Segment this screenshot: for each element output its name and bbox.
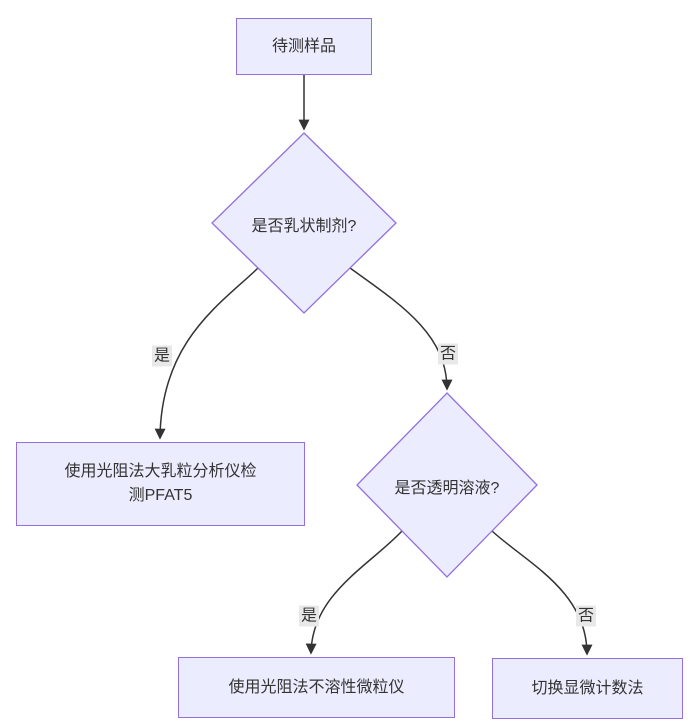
node-sample-label: 待测样品 (271, 37, 336, 55)
node-light-obscuration-counter: 使用光阻法不溶性微粒仪 (178, 657, 455, 718)
node-sample: 待测样品 (236, 18, 372, 75)
node-light-obscuration-counter-label: 使用光阻法不溶性微粒仪 (228, 678, 405, 696)
node-is-emulsion-label: 是否乳状制剂? (251, 218, 357, 235)
node-microscopic-counting-label: 切换显微计数法 (531, 679, 644, 697)
edge-label-yes-1: 是 (151, 345, 173, 367)
edge-is-emulsion-yes (154, 267, 259, 440)
edge-is-emulsion-no (349, 267, 453, 391)
node-is-clear-solution-label: 是否透明溶液? (394, 480, 500, 497)
edge-label-no-2: 否 (575, 605, 597, 627)
node-microscopic-counting: 切换显微计数法 (492, 658, 683, 719)
edge-label-no-1: 否 (437, 343, 459, 365)
node-pfat5-analyzer: 使用光阻法大乳粒分析仪检 测PFAT5 (16, 442, 305, 526)
decision-diamond-is-clear-solution (356, 392, 538, 578)
edge-is-clear-no (491, 530, 593, 656)
edge-label-yes-2: 是 (298, 605, 320, 627)
decision-diamond-is-emulsion (211, 132, 397, 314)
node-pfat5-analyzer-label: 使用光阻法大乳粒分析仪检 测PFAT5 (64, 463, 257, 504)
edge-is-clear-yes (305, 530, 403, 655)
